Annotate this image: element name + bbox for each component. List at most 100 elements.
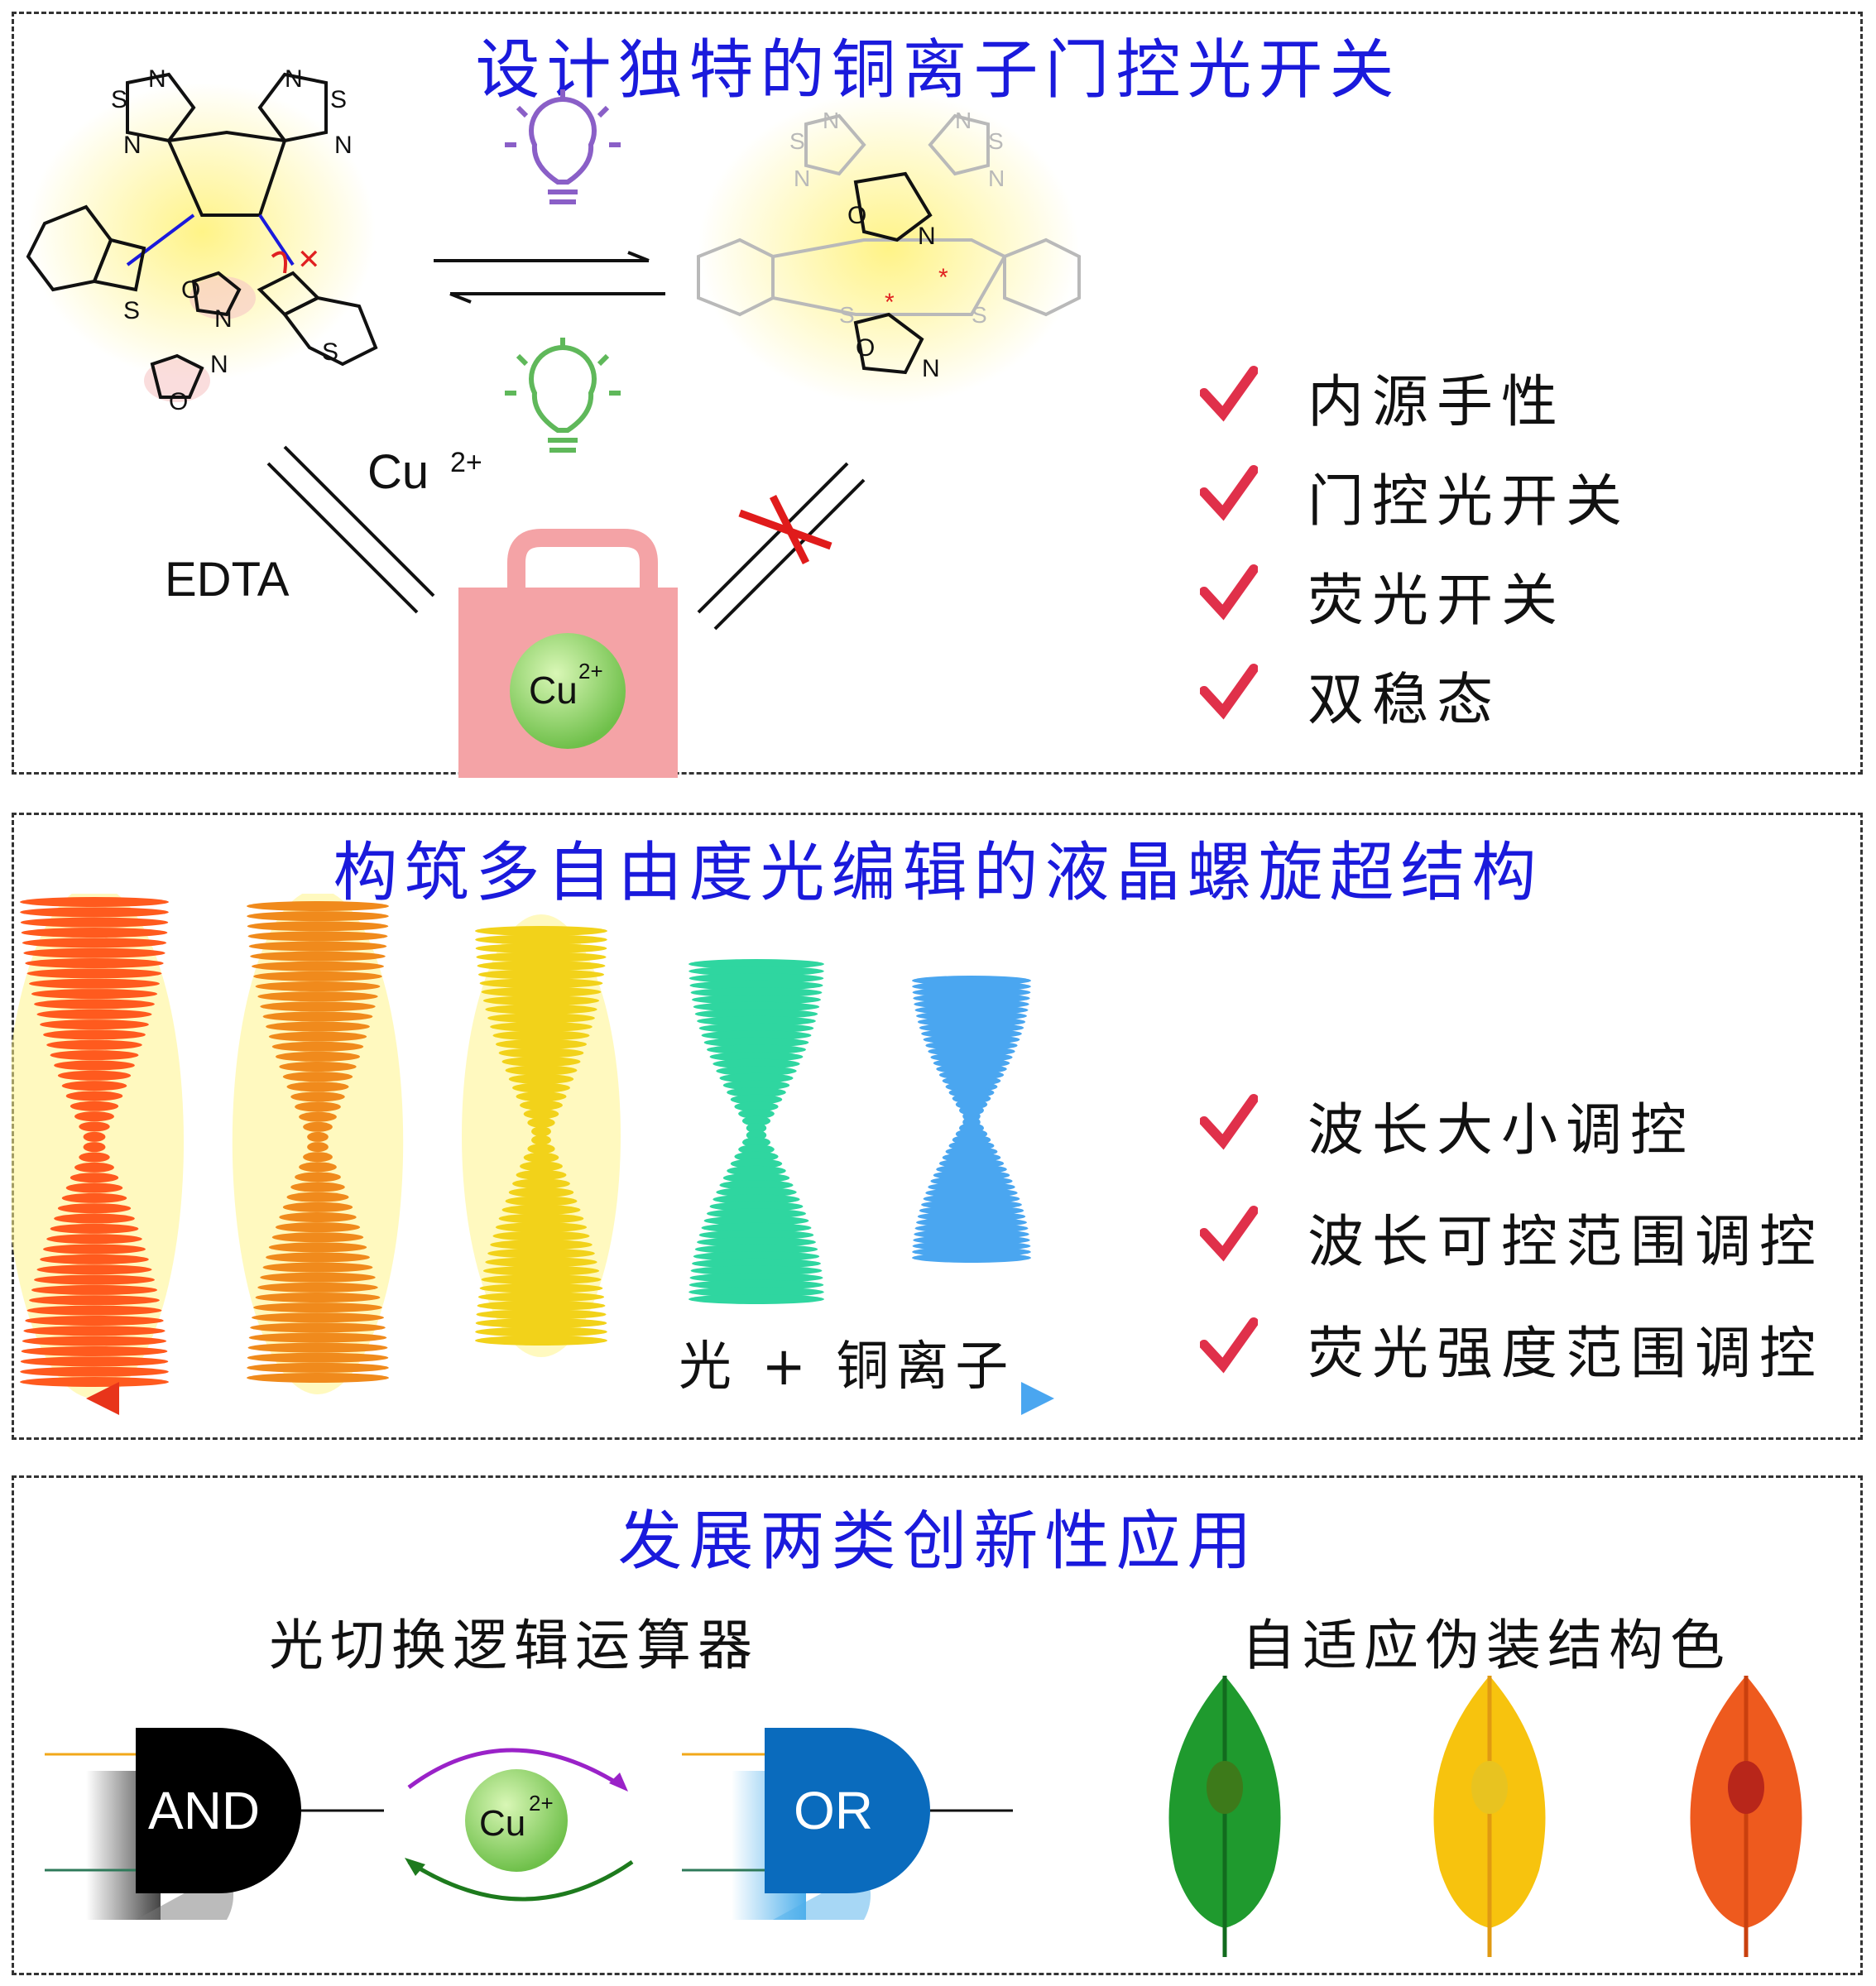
bug-icon — [1207, 1761, 1243, 1814]
helix-disc — [295, 1101, 341, 1112]
helix-disc — [531, 1135, 551, 1145]
helix-disc — [83, 1131, 106, 1142]
helix-disc — [247, 1342, 388, 1353]
svg-text:O: O — [181, 276, 200, 304]
svg-text:N: N — [148, 65, 166, 93]
helix-disc — [746, 1123, 767, 1134]
helix-disc — [475, 926, 607, 936]
panel-applications — [12, 1475, 1863, 1975]
helix-disc — [485, 1257, 597, 1268]
helix-disc — [730, 1094, 783, 1105]
svg-text:S: S — [111, 86, 127, 113]
feature-item: 荧光开关 — [1307, 568, 1567, 634]
helix-disc — [481, 986, 602, 997]
helix-disc — [23, 947, 166, 958]
helix-disc — [25, 1315, 164, 1326]
helix-disc — [20, 907, 169, 918]
helix-disc — [746, 1130, 767, 1140]
helix-disc — [531, 1126, 551, 1137]
helix-disc — [490, 1021, 593, 1032]
helix-disc — [275, 1222, 361, 1233]
helix-disc — [706, 1208, 807, 1219]
helix-disc — [247, 921, 389, 932]
helix-disc — [719, 1180, 794, 1191]
helix-disc — [303, 1152, 333, 1163]
feature-item: 内源手性 — [1307, 370, 1567, 435]
helix-disc — [20, 1377, 169, 1387]
feature-item: 双稳态 — [1307, 668, 1502, 733]
helix-disc — [34, 1274, 155, 1285]
svg-text:N: N — [823, 108, 839, 133]
helix-disc — [487, 1013, 595, 1024]
svg-text:O: O — [847, 202, 866, 229]
helix-disc — [698, 1230, 814, 1240]
helix-columns — [12, 894, 1054, 1415]
feature-item: 波长大小调控 — [1307, 1098, 1696, 1163]
blocked-arrows — [697, 462, 866, 631]
helix-disc — [21, 1346, 168, 1356]
helix-disc — [257, 991, 378, 1002]
helix-disc — [727, 1087, 786, 1098]
or-gate: OR — [682, 1728, 1013, 1920]
feature-item: 波长可控范围调控 — [1307, 1210, 1825, 1275]
helix-disc — [271, 1041, 364, 1052]
svg-text:2+: 2+ — [578, 659, 603, 684]
svg-text:Cu: Cu — [479, 1803, 525, 1844]
cu-ion-charge: 2+ — [450, 447, 482, 478]
helix-disc — [46, 1234, 142, 1245]
helix-disc — [689, 1294, 824, 1304]
svg-text:N: N — [794, 166, 810, 191]
helix-disc — [275, 1051, 361, 1062]
helix-disc — [703, 1037, 809, 1048]
helix-disc — [706, 1044, 807, 1055]
helix-disc — [36, 1009, 152, 1019]
section1-title: 设计独特的铜离子门控光开关 — [475, 33, 1401, 108]
helix-disc — [247, 901, 389, 911]
helix-disc — [722, 1173, 790, 1183]
helix-disc — [701, 1222, 812, 1233]
helix-disc — [487, 1248, 595, 1259]
helix-disc — [689, 966, 824, 976]
helix-disc — [730, 1158, 783, 1169]
helix-disc — [722, 1080, 790, 1091]
helix-disc — [476, 1309, 607, 1320]
logic-gate-diagram: AND Cu 2+ OR — [45, 1728, 1013, 1920]
helix-disc — [21, 928, 168, 938]
helix-disc — [253, 1302, 382, 1313]
check-icon — [1200, 664, 1258, 720]
svg-text:*: * — [938, 264, 948, 291]
svg-text:N: N — [922, 355, 940, 382]
helix-disc — [734, 1101, 779, 1112]
helix-disc — [70, 1101, 119, 1111]
copper-lock-icon: Cu 2+ — [458, 529, 678, 778]
helix-disc — [54, 1213, 135, 1224]
helix-disc — [505, 1196, 578, 1206]
helix-disc — [20, 897, 169, 907]
helix-disc — [43, 1244, 146, 1254]
helix-disc — [709, 1052, 804, 1063]
helix-disc — [741, 1137, 771, 1148]
helix-disc — [697, 1015, 816, 1026]
helix-disc — [279, 1211, 357, 1222]
helix-disc — [290, 1182, 345, 1192]
helix-disc — [694, 1244, 818, 1254]
helix-disc — [295, 1172, 341, 1182]
helix-disc — [693, 1251, 820, 1262]
svg-text:✕: ✕ — [297, 244, 321, 276]
helix-disc — [279, 1062, 357, 1072]
helix-disc — [475, 943, 607, 954]
helix-disc — [247, 1373, 389, 1383]
helix-disc — [266, 1252, 370, 1263]
helix-disc — [485, 1004, 597, 1015]
svg-text:N: N — [123, 132, 142, 159]
helix-disc — [527, 1144, 555, 1154]
check-icon — [1200, 1206, 1258, 1262]
helix-disc — [479, 978, 603, 989]
svg-text:S: S — [839, 302, 855, 328]
helix-disc — [738, 1108, 775, 1119]
helix-disc — [698, 1023, 814, 1034]
check-icon — [1200, 564, 1258, 621]
helix-disc — [266, 1021, 370, 1032]
helix-disc — [282, 1072, 353, 1082]
leaf-yellow — [1433, 1676, 1546, 1957]
